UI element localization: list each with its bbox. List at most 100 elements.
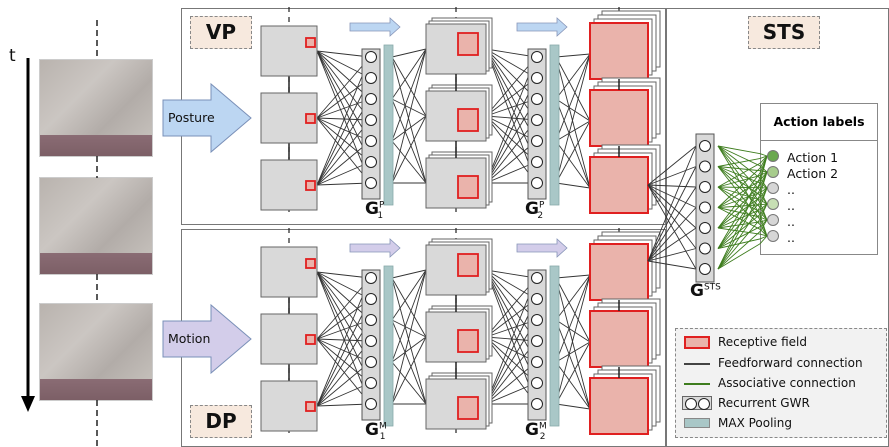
dp-feedforward-connection xyxy=(555,274,591,405)
vp-feedforward-connection xyxy=(316,56,371,186)
dp-feedforward-connection xyxy=(316,298,371,407)
dp-gwr-unit xyxy=(531,356,543,368)
g-sts-label: GSTS xyxy=(690,281,721,301)
dp-layer1-map xyxy=(260,246,318,298)
g1-posture-label: GP1 xyxy=(365,199,385,222)
dp-feedforward-connection xyxy=(555,274,591,279)
vp-feedforward-connection xyxy=(316,117,371,142)
dp-gwr-unit xyxy=(365,377,377,389)
dp-feedforward-connection xyxy=(316,277,371,340)
vp-gwr-unit xyxy=(365,177,377,189)
motion-label: Motion xyxy=(168,331,211,346)
dp-feedforward-connection xyxy=(316,271,371,279)
vp-feedforward-connection xyxy=(391,115,427,184)
dp-receptive-field xyxy=(457,253,479,277)
sts-feedforward-connection xyxy=(647,260,697,270)
vp-feedforward-connection xyxy=(316,117,371,163)
dp-feedforward-connection xyxy=(555,361,591,410)
vp-flow-arrow xyxy=(516,17,568,37)
dp-feedforward-connection xyxy=(316,340,371,407)
vp-feedforward-connection xyxy=(391,115,427,142)
vp-gwr-unit xyxy=(365,72,377,84)
dp-feedforward-connection xyxy=(555,274,591,321)
dp-feedforward-connection xyxy=(391,336,427,363)
dp-feedforward-connection xyxy=(316,338,371,405)
vp-feedforward-connection xyxy=(316,50,371,163)
action-labels-title: Action labels xyxy=(773,114,865,129)
action-label-item: .. xyxy=(787,230,795,245)
sts-gwr-unit xyxy=(699,201,711,214)
dp-receptive-field xyxy=(457,396,479,420)
dp-gwr-unit xyxy=(365,356,377,368)
g1-motion-label: GM1 xyxy=(365,420,387,443)
motion-input-arrow xyxy=(162,303,252,375)
dp-feedforward-connection xyxy=(316,338,371,342)
vp-feedforward-connection xyxy=(316,50,371,58)
posture-label: Posture xyxy=(168,110,215,125)
sts-feedforward-connection xyxy=(647,186,697,262)
legend-receptive-field: Receptive field xyxy=(676,333,886,353)
sts-feedforward-connection xyxy=(647,248,697,262)
vp-feedforward-connection xyxy=(316,50,371,121)
vp-gwr-unit xyxy=(531,114,543,126)
vp-feedforward-connection xyxy=(555,53,591,100)
vp-max-pooling xyxy=(383,44,394,206)
dp-feedforward-connection xyxy=(391,269,427,363)
dp-layer3-receptive-field xyxy=(589,310,649,368)
vp-feedforward-connection xyxy=(555,53,591,142)
dp-feedforward-connection xyxy=(316,361,371,407)
action-labels-box: Action labels Action 1 Action 2 .. .. ..… xyxy=(760,103,878,255)
dp-gwr-unit xyxy=(365,293,377,305)
dp-feedforward-connection xyxy=(391,336,427,405)
vp-gwr-unit xyxy=(365,51,377,63)
dp-feedforward-connection xyxy=(555,341,591,405)
sts-feedforward-connection xyxy=(647,184,697,208)
dp-feedforward-connection xyxy=(316,338,371,384)
sts-gwr-unit xyxy=(699,160,711,173)
vp-feedforward-connection xyxy=(391,98,427,184)
vp-feedforward-connection xyxy=(316,119,371,186)
dp-receptive-field xyxy=(305,258,316,269)
max-pooling-swatch xyxy=(684,418,710,428)
g2-posture-label: GP2 xyxy=(525,199,545,222)
vp-feedforward-connection xyxy=(316,50,371,100)
dp-feedforward-connection xyxy=(316,271,371,363)
dp-feedforward-connection xyxy=(316,319,371,340)
sts-gwr-unit xyxy=(699,222,711,234)
dp-feedforward-connection xyxy=(391,319,427,338)
vp-feedforward-connection xyxy=(391,56,427,117)
vp-receptive-field xyxy=(457,108,479,132)
vp-gwr-unit xyxy=(365,156,377,168)
dp-feedforward-connection xyxy=(555,277,591,410)
dp-feedforward-connection xyxy=(316,403,371,407)
action-label-item: .. xyxy=(787,182,795,197)
sts-gwr-unit xyxy=(699,263,711,275)
dp-feedforward-connection xyxy=(391,319,427,405)
vp-max-pooling xyxy=(549,44,560,206)
dp-feedforward-connection xyxy=(391,269,427,321)
associative-swatch xyxy=(684,383,710,385)
vp-receptive-field xyxy=(457,175,479,199)
dp-feedforward-connection xyxy=(316,271,371,300)
vp-layer3-receptive-field xyxy=(589,22,649,80)
sts-tag: STS xyxy=(748,16,820,49)
sts-feedforward-connection xyxy=(647,227,697,262)
time-axis-arrowhead xyxy=(21,396,35,412)
vp-receptive-field xyxy=(305,113,316,124)
dp-max-pooling xyxy=(383,265,394,427)
g2-motion-label: GM2 xyxy=(525,420,547,443)
vp-feedforward-connection xyxy=(391,56,427,184)
vp-tag: VP xyxy=(190,16,252,49)
vp-feedforward-connection xyxy=(391,48,427,58)
sts-feedforward-connection xyxy=(647,166,697,186)
posture-input-arrow xyxy=(162,82,252,154)
action-label-item: .. xyxy=(787,198,795,213)
sts-feedforward-connection xyxy=(647,145,697,262)
dp-feedforward-connection xyxy=(391,269,427,279)
dp-receptive-field xyxy=(305,334,316,345)
vp-feedforward-connection xyxy=(316,98,371,119)
vp-feedforward-connection xyxy=(391,98,427,117)
dp-gwr-unit xyxy=(365,272,377,284)
vp-feedforward-connection xyxy=(316,50,371,79)
